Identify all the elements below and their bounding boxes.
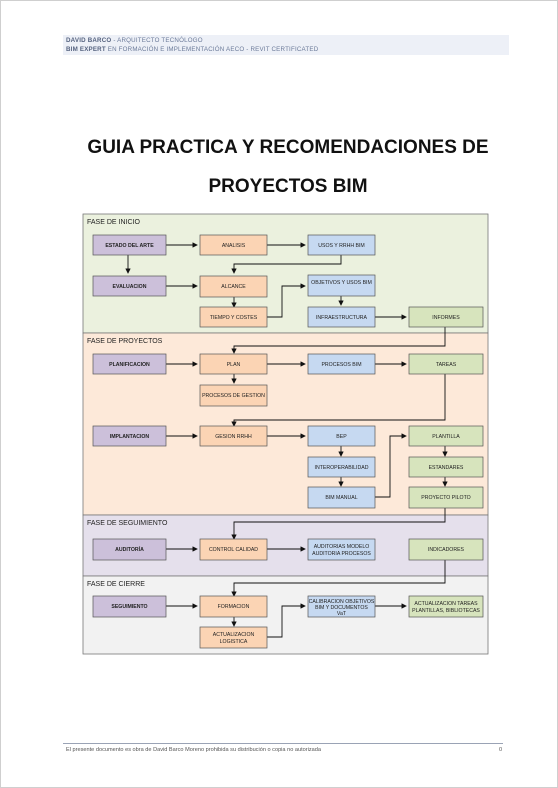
box-implantacion: IMPLANTACION — [92, 425, 167, 447]
box-infraestructura-label: INFRAESTRUCTURA — [316, 315, 368, 321]
box-indicadores-label: INDICADORES — [428, 547, 465, 553]
header-band — [63, 35, 509, 55]
box-auditorias-label-line2: AUDITORIA PROCESOS — [312, 551, 371, 557]
box-informes: INFORMES — [408, 306, 484, 328]
box-estado-del-arte: ESTADO DEL ARTE — [92, 234, 167, 256]
box-actualizacion-tareas: ACTUALIZACION TAREAS PLANTILLAS, BIBLIOT… — [408, 595, 484, 618]
box-seguimiento: SEGUIMIENTO — [92, 595, 167, 618]
box-indicadores: INDICADORES — [408, 538, 484, 561]
box-objetivos-usos-bim: OBJETIVOS Y USOS BIM — [307, 274, 376, 297]
header-author-line: DAVID BARCO - ARQUITECTO TECNÓLOGO — [66, 37, 203, 44]
box-bep-label: BEP — [336, 434, 347, 440]
box-actualizacion-logistica-label-line2: LOGISTICA — [220, 639, 248, 645]
box-planificacion: PLANIFICACION — [92, 353, 167, 375]
header-expert: BIM EXPERT — [66, 46, 106, 53]
box-procesos-gestion-label: PROCESOS DE GESTION — [202, 393, 265, 399]
box-objetivos-usos-bim-label: OBJETIVOS Y USOS BIM — [311, 280, 372, 286]
box-formacion: FORMACION — [199, 595, 268, 618]
box-actualizacion-logistica: ACTUALIZACION LOGISTICA — [199, 626, 268, 649]
box-control-calidad-label: CONTROL CALIDAD — [209, 547, 258, 553]
box-implantacion-label: IMPLANTACION — [110, 434, 150, 440]
box-plantilla-label: PLANTILLA — [432, 434, 460, 440]
box-calibracion-label-line2: BIM Y DOCUMENTOS — [315, 605, 368, 611]
box-tareas: TAREAS — [408, 353, 484, 375]
box-estandares: ESTANDARES — [408, 456, 484, 478]
box-proyecto-piloto-label: PROYECTO PILOTO — [421, 495, 470, 501]
box-tiempo-costes-label: TIEMPO Y COSTES — [210, 315, 258, 321]
box-calibracion-label-line1: CALIBRACION OBJETIVOS — [309, 599, 375, 605]
box-analisis-label: ANALISIS — [222, 243, 246, 249]
box-seguimiento-label: SEGUIMIENTO — [111, 604, 147, 610]
box-gestion-rrhh: GESION RRHH — [199, 425, 268, 447]
box-calibracion: CALIBRACION OBJETIVOS BIM Y DOCUMENTOS V… — [307, 595, 376, 618]
box-interoperabilidad: INTEROPERABILIDAD — [307, 456, 376, 478]
box-proyecto-piloto: PROYECTO PILOTO — [408, 486, 484, 509]
header-certifications: EN FORMACIÓN E IMPLEMENTACIÓN AECO - REV… — [107, 46, 319, 53]
box-procesos-bim: PROCESOS BIM — [307, 353, 376, 375]
phase-label-proyectos: FASE DE PROYECTOS — [87, 338, 163, 345]
box-interoperabilidad-label: INTEROPERABILIDAD — [315, 465, 369, 471]
box-auditoria: AUDITORÍA — [92, 538, 167, 561]
box-evaluacion: EVALUACION — [92, 275, 167, 297]
document-title-line1: GUIA PRACTICA Y RECOMENDACIONES DE — [87, 137, 489, 158]
box-estado-del-arte-label: ESTADO DEL ARTE — [105, 243, 154, 249]
box-estandares-label: ESTANDARES — [429, 465, 464, 471]
box-calibracion-label-line3: VaT — [337, 611, 347, 617]
box-auditorias: AUDITORIAS MODELO AUDITORIA PROCESOS — [307, 538, 376, 561]
box-gestion-rrhh-label: GESION RRHH — [215, 434, 252, 440]
box-alcance-label: ALCANCE — [221, 284, 246, 290]
footer-page-number: 0 — [499, 747, 503, 753]
box-informes-label: INFORMES — [432, 315, 460, 321]
box-auditoria-label: AUDITORÍA — [115, 545, 144, 553]
header-author: DAVID BARCO — [66, 37, 112, 44]
phase-label-inicio: FASE DE INICIO — [87, 219, 140, 226]
box-actualizacion-tareas-label-line1: ACTUALIZACION TAREAS — [414, 601, 478, 607]
box-formacion-label: FORMACION — [218, 604, 250, 610]
box-bim-manual-label: BIM MANUAL — [325, 495, 357, 501]
box-actualizacion-logistica-label-line1: ACTUALIZACION — [213, 632, 255, 638]
box-planificacion-label: PLANIFICACION — [109, 362, 150, 368]
box-actualizacion-tareas-label-line2: PLANTILLAS, BIBLIOTECAS — [412, 608, 480, 614]
box-infraestructura: INFRAESTRUCTURA — [307, 306, 376, 328]
box-plan: PLAN — [199, 353, 268, 375]
document-title-line2: PROYECTOS BIM — [208, 176, 368, 197]
box-control-calidad: CONTROL CALIDAD — [199, 538, 268, 561]
box-procesos-bim-label: PROCESOS BIM — [321, 362, 361, 368]
box-analisis: ANALISIS — [199, 234, 268, 256]
footer-rule — [63, 743, 503, 744]
footer-copyright: El presente documento es obra de David B… — [66, 747, 321, 753]
box-alcance: ALCANCE — [199, 275, 268, 298]
box-bep: BEP — [307, 425, 376, 447]
header-role: ARQUITECTO TECNÓLOGO — [117, 37, 203, 44]
box-plantilla: PLANTILLA — [408, 425, 484, 447]
box-tiempo-costes: TIEMPO Y COSTES — [199, 306, 268, 328]
box-evaluacion-label: EVALUACION — [113, 284, 147, 290]
box-usos-rrhh-bim: USOS Y RRHH BIM — [307, 234, 376, 256]
box-auditorias-label-line1: AUDITORIAS MODELO — [314, 544, 370, 550]
box-bim-manual: BIM MANUAL — [307, 486, 376, 509]
header-expert-line: BIM EXPERT EN FORMACIÓN E IMPLEMENTACIÓN… — [66, 46, 318, 53]
box-tareas-label: TAREAS — [436, 362, 457, 368]
phase-label-cierre: FASE DE CIERRE — [87, 581, 145, 588]
box-usos-rrhh-bim-label: USOS Y RRHH BIM — [318, 243, 365, 249]
box-procesos-gestion: PROCESOS DE GESTION — [199, 384, 268, 407]
box-plan-label: PLAN — [227, 362, 241, 368]
phase-label-seguimiento: FASE DE SEGUIMIENTO — [87, 520, 168, 527]
